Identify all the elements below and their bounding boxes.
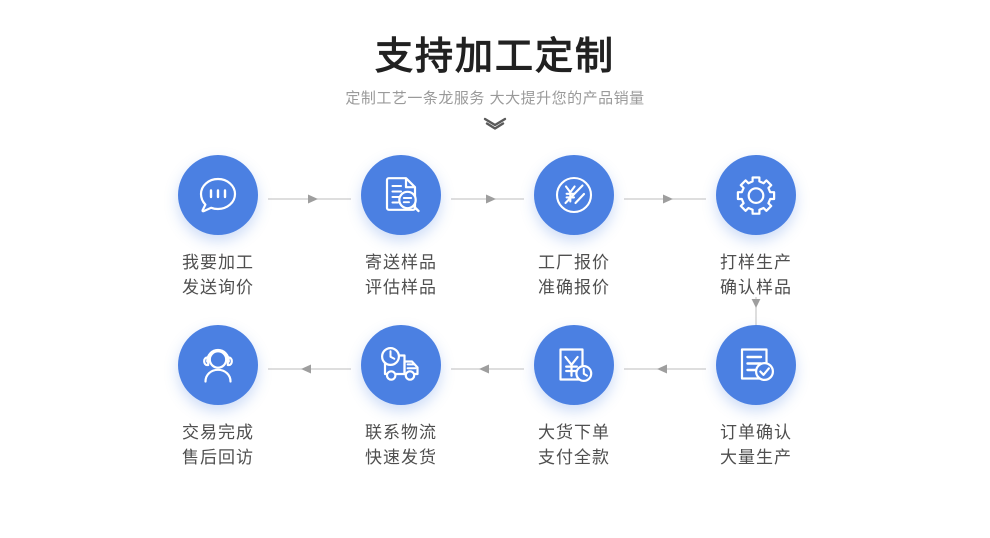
yuan-invoice-clock-icon <box>534 325 614 405</box>
yuan-price-circle-icon <box>534 155 614 235</box>
caption-line-2: 确认样品 <box>720 277 792 297</box>
flow-step-caption: 大货下单 支付全款 <box>509 421 639 470</box>
caption-line-1: 订单确认 <box>720 423 792 442</box>
flow-step-caption: 打样生产 确认样品 <box>691 251 821 300</box>
header: 支持加工定制 定制工艺一条龙服务 大大提升您的产品销量 <box>0 0 990 132</box>
flow-step-caption: 工厂报价 准确报价 <box>509 251 639 300</box>
double-chevron-down-icon <box>0 116 990 132</box>
arrow-left-icon <box>624 363 706 375</box>
flow-step-confirm[interactable]: 订单确认 大量生产 <box>691 325 821 470</box>
flow-step-caption: 交易完成 售后回访 <box>153 421 283 470</box>
arrow-right-icon <box>268 193 351 205</box>
page-title: 支持加工定制 <box>374 36 615 78</box>
document-search-icon <box>361 155 441 235</box>
flow-step-inquiry[interactable]: 我要加工 发送询价 <box>153 155 283 300</box>
arrow-down-icon <box>750 297 762 329</box>
flow-step-logistics[interactable]: 联系物流 快速发货 <box>336 325 466 470</box>
caption-line-2: 快速发货 <box>365 447 437 467</box>
delivery-truck-clock-icon <box>361 325 441 405</box>
flow-step-caption: 订单确认 大量生产 <box>691 421 821 470</box>
flow-step-caption: 我要加工 发送询价 <box>153 251 283 300</box>
arrow-left-icon <box>268 363 351 375</box>
flow-step-aftersales[interactable]: 交易完成 售后回访 <box>153 325 283 470</box>
caption-line-1: 我要加工 <box>182 253 254 272</box>
page-subtitle: 定制工艺一条龙服务 大大提升您的产品销量 <box>345 89 645 107</box>
flow-step-sample[interactable]: 寄送样品 评估样品 <box>336 155 466 300</box>
caption-line-2: 大量生产 <box>720 447 792 467</box>
flow-step-bulkorder[interactable]: 大货下单 支付全款 <box>509 325 639 470</box>
arrow-left-icon <box>451 363 524 375</box>
caption-line-2: 发送询价 <box>182 277 254 297</box>
flow-step-caption: 寄送样品 评估样品 <box>336 251 466 300</box>
chat-bubble-icon <box>178 155 258 235</box>
arrow-right-icon <box>451 193 524 205</box>
caption-line-1: 大货下单 <box>538 423 610 442</box>
document-check-icon <box>716 325 796 405</box>
flow-step-prototype[interactable]: 打样生产 确认样品 <box>691 155 821 300</box>
arrow-right-icon <box>624 193 706 205</box>
flow-step-quote[interactable]: 工厂报价 准确报价 <box>509 155 639 300</box>
caption-line-2: 售后回访 <box>182 447 254 467</box>
caption-line-1: 寄送样品 <box>365 253 437 272</box>
caption-line-1: 打样生产 <box>720 253 792 272</box>
gear-icon <box>716 155 796 235</box>
caption-line-2: 准确报价 <box>538 277 610 297</box>
caption-line-1: 工厂报价 <box>538 253 610 272</box>
flow-step-caption: 联系物流 快速发货 <box>336 421 466 470</box>
caption-line-2: 评估样品 <box>365 277 437 297</box>
caption-line-1: 交易完成 <box>182 423 254 442</box>
headset-support-icon <box>178 325 258 405</box>
caption-line-2: 支付全款 <box>538 447 610 467</box>
caption-line-1: 联系物流 <box>365 423 437 442</box>
